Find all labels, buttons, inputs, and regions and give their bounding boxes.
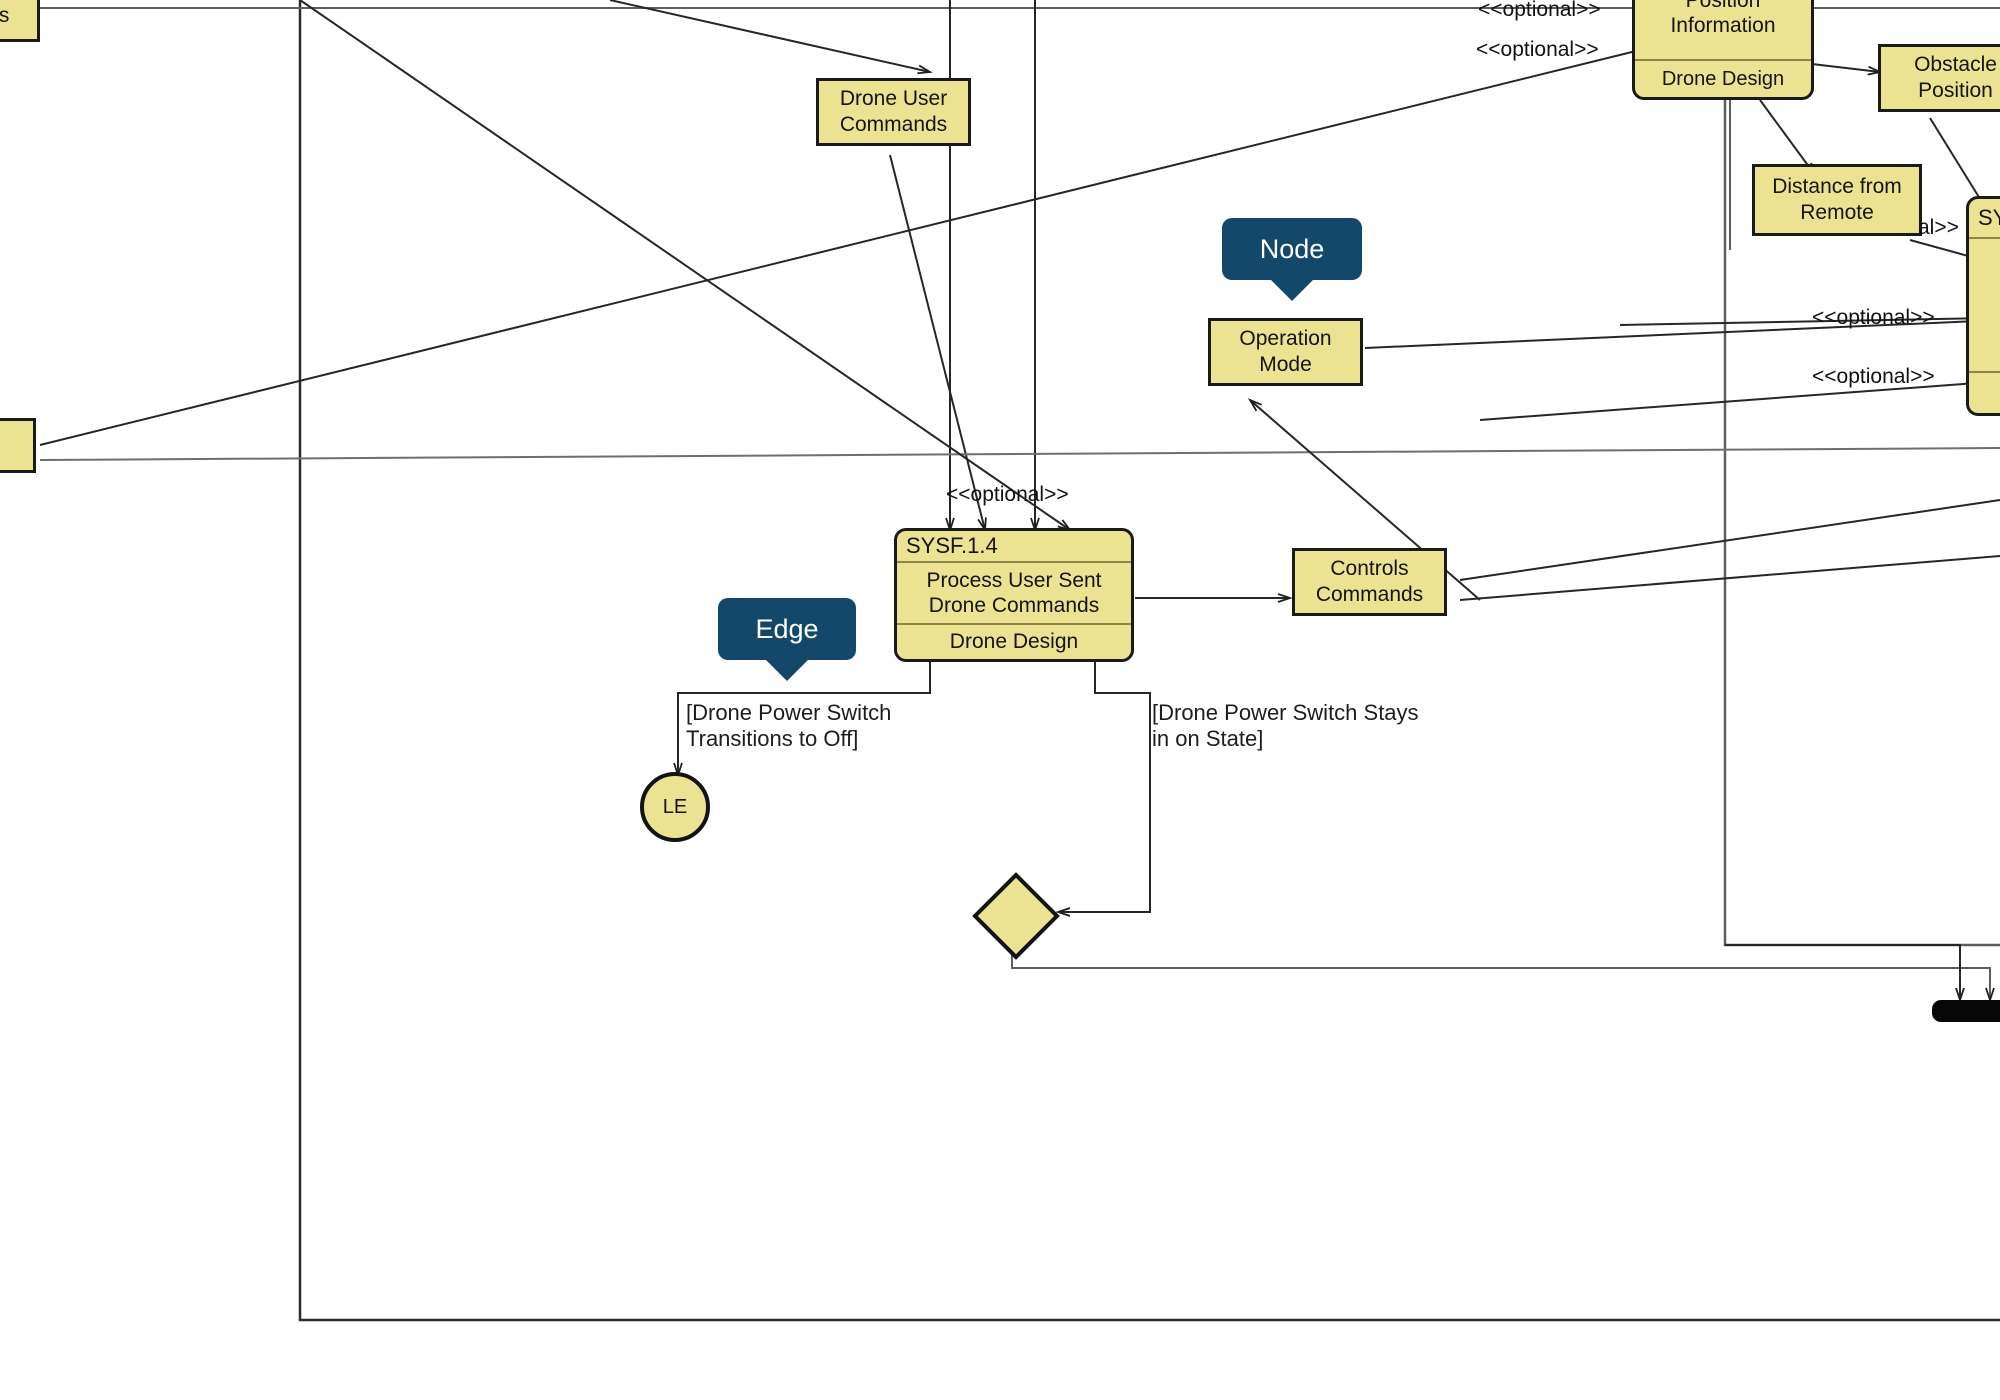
node-final-le[interactable]: LE bbox=[640, 772, 710, 842]
node-sysf-1-4-body: Process User Sent Drone Commands bbox=[897, 563, 1131, 625]
node-partial-left-top[interactable]: als bbox=[0, 0, 40, 42]
node-decision-diamond[interactable] bbox=[972, 872, 1060, 960]
node-controls-commands[interactable]: Controls Commands bbox=[1292, 548, 1447, 616]
final-node-label: LE bbox=[662, 795, 688, 818]
callout-tail-icon bbox=[765, 659, 809, 681]
node-position-information-body: Position Information bbox=[1635, 0, 1811, 61]
node-sysf-1-4-id: SYSF.1.4 bbox=[897, 531, 1131, 563]
edge-guard-power-switch-off: [Drone Power Switch Transitions to Off] bbox=[686, 700, 892, 752]
node-label-line2: Information bbox=[1670, 14, 1776, 37]
node-label-line2: Remote bbox=[1800, 201, 1874, 224]
node-label-line2: Drone Commands bbox=[928, 594, 1100, 617]
callout-tail-icon bbox=[1270, 279, 1314, 301]
node-position-information-footer: Drone Design bbox=[1661, 68, 1785, 90]
edge-label-optional-mid-right-1: <<optional>> bbox=[1812, 306, 1935, 329]
node-partial-right-footer: D bbox=[1969, 373, 2000, 413]
callout-node-label: Node bbox=[1259, 233, 1325, 264]
node-label: als bbox=[0, 4, 10, 28]
node-label-line1: Distance from bbox=[1772, 175, 1902, 199]
node-label-line1: Obstacle bbox=[1914, 53, 1997, 77]
node-partial-right-body bbox=[1969, 239, 2000, 373]
node-operation-mode[interactable]: Operation Mode bbox=[1208, 318, 1363, 386]
node-obstacle-position[interactable]: Obstacle Position bbox=[1878, 44, 2000, 112]
callout-node[interactable]: Node bbox=[1222, 218, 1362, 301]
edge-label-optional-top-right-2: <<optional>> bbox=[1476, 38, 1599, 61]
node-label-line1: Drone User bbox=[839, 87, 948, 111]
callout-edge[interactable]: Edge bbox=[718, 598, 856, 681]
edge-label-optional-mid-right-2: <<optional>> bbox=[1812, 365, 1935, 388]
node-label-line1: Operation bbox=[1239, 327, 1332, 351]
node-sysf-1-4[interactable]: SYSF.1.4 Process User Sent Drone Command… bbox=[894, 528, 1134, 662]
callout-edge-label: Edge bbox=[755, 613, 819, 644]
node-label-line1: Process User Sent bbox=[926, 568, 1102, 592]
edge-label-optional-top-right-1: <<optional>> bbox=[1478, 0, 1601, 21]
node-drone-user-commands[interactable]: Drone User Commands bbox=[816, 78, 971, 146]
node-label-line1: Controls bbox=[1330, 557, 1409, 581]
node-join-bar[interactable] bbox=[1932, 1000, 2000, 1022]
node-label-line2: Commands bbox=[1315, 583, 1424, 606]
node-label-line2: Position bbox=[1918, 79, 1993, 102]
node-label-line2: Mode bbox=[1259, 353, 1312, 376]
node-sysf-1-4-footer: Drone Design bbox=[949, 630, 1079, 654]
node-partial-left-mid[interactable]: y bbox=[0, 418, 36, 473]
edge-guard-power-switch-on: [Drone Power Switch Stays in on State] bbox=[1152, 700, 1419, 752]
node-label-line2: Commands bbox=[839, 113, 948, 136]
edge-label-optional-above-sysf: <<optional>> bbox=[946, 483, 1069, 506]
node-position-information[interactable]: Position Information Drone Design bbox=[1632, 0, 1814, 100]
node-partial-right-sysf[interactable]: SY D bbox=[1966, 196, 2000, 416]
node-label-line1: Position bbox=[1685, 0, 1761, 12]
edge-label-optional-partial-right: al>> bbox=[1918, 216, 1959, 239]
node-partial-right-id: SY bbox=[1969, 199, 2000, 239]
node-distance-from-remote[interactable]: Distance from Remote bbox=[1752, 164, 1922, 236]
